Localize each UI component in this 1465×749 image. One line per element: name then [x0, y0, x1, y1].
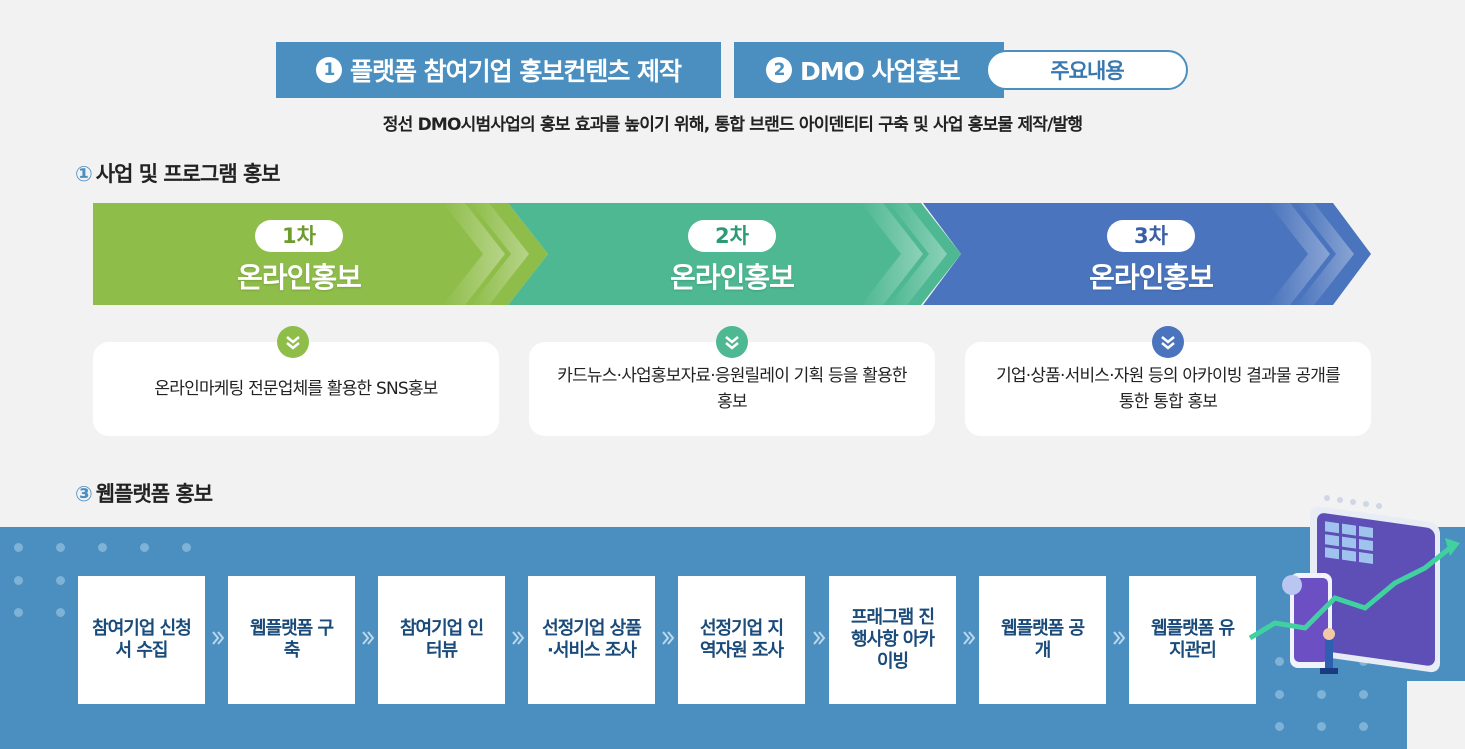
process-step-4: 선정기업 상품·서비스 조사 — [528, 576, 655, 704]
section-title-text: 웹플랫폼 홍보 — [95, 482, 213, 506]
chevron-right-icon — [1113, 631, 1126, 645]
process-step-3: 참여기업 인터뷰 — [378, 576, 505, 704]
stage-3-arrow — [923, 203, 1371, 305]
chevron-down-icon — [277, 326, 309, 358]
process-step-6: 프래그램 진행사항 아카이빙 — [829, 576, 956, 704]
step-label: 웹플랫폼 유지관리 — [1150, 618, 1235, 661]
chevron-right-icon — [362, 631, 375, 645]
step-label: 웹플랫폼 구축 — [249, 618, 334, 661]
process-step-1: 참여기업 신청서 수집 — [78, 576, 205, 704]
card-text: 기업·상품·서비스·자원 등의 아카이빙 결과물 공개를 통한 통합 홍보 — [996, 366, 1341, 412]
stage-2-arrow — [508, 203, 961, 305]
stage-badge: 1차 — [255, 220, 343, 252]
tab-platform-content[interactable]: 1 플랫폼 참여기업 홍보컨텐츠 제작 — [276, 42, 721, 98]
section-number: ① — [75, 162, 93, 186]
card-text: 카드뉴스·사업홍보자료·응원릴레이 기획 등을 활용한 홍보 — [557, 366, 907, 412]
process-step-7: 웹플랫폼 공개 — [979, 576, 1106, 704]
tab-label: 플랫폼 참여기업 홍보컨텐츠 제작 — [349, 57, 682, 86]
stage-title: 온라인홍보 — [670, 261, 795, 294]
chevron-right-icon — [813, 631, 826, 645]
step-label: 웹플랫폼 공개 — [1000, 618, 1085, 661]
step-label: 프래그램 진행사항 아카이빙 — [850, 607, 935, 672]
chevron-right-icon — [662, 631, 675, 645]
stage-title: 온라인홍보 — [237, 261, 362, 294]
tab-number: 1 — [315, 57, 342, 83]
stage-1-label: 1차 온라인홍보 — [149, 220, 449, 296]
stage-2-label: 2차 온라인홍보 — [582, 220, 882, 296]
main-content-pill: 주요내용 — [986, 50, 1188, 90]
section-number: ③ — [75, 482, 93, 506]
tab-label: DMO 사업홍보 — [800, 57, 961, 86]
description: 정선 DMO시범사업의 홍보 효과를 높이기 위해, 통합 브랜드 아이덴티티 … — [382, 115, 1083, 135]
stage-badge: 3차 — [1107, 220, 1195, 252]
chevron-down-icon — [716, 326, 748, 358]
corner-cutout — [1407, 681, 1465, 749]
chevron-right-icon — [963, 631, 976, 645]
stage-3-label: 3차 온라인홍보 — [1001, 220, 1301, 296]
card-text: 온라인마케팅 전문업체를 활용한 SNS홍보 — [154, 379, 438, 399]
stage-badge: 2차 — [688, 220, 776, 252]
chevron-right-icon — [512, 631, 525, 645]
step-label: 선정기업 상품·서비스 조사 — [542, 618, 642, 661]
stage-arrows-graphic — [93, 203, 1371, 305]
section-title-text: 사업 및 프로그램 홍보 — [95, 162, 281, 186]
process-step-8: 웹플랫폼 유지관리 — [1129, 576, 1256, 704]
calendar-chart-illustration-icon — [1248, 495, 1460, 674]
tab-number: 2 — [766, 57, 792, 83]
step-label: 참여기업 신청서 수집 — [92, 618, 192, 661]
step-label: 참여기업 인터뷰 — [399, 618, 484, 661]
chevron-down-icon — [1152, 326, 1184, 358]
stage-title: 온라인홍보 — [1089, 261, 1214, 294]
process-step-5: 선정기업 지역자원 조사 — [678, 576, 805, 704]
stage-1-arrow — [93, 203, 548, 305]
tab-dmo-promotion[interactable]: 2 DMO 사업홍보 — [734, 42, 1004, 98]
process-step-2: 웹플랫폼 구축 — [228, 576, 355, 704]
chevron-right-icon — [212, 631, 225, 645]
step-label: 선정기업 지역자원 조사 — [699, 618, 784, 661]
